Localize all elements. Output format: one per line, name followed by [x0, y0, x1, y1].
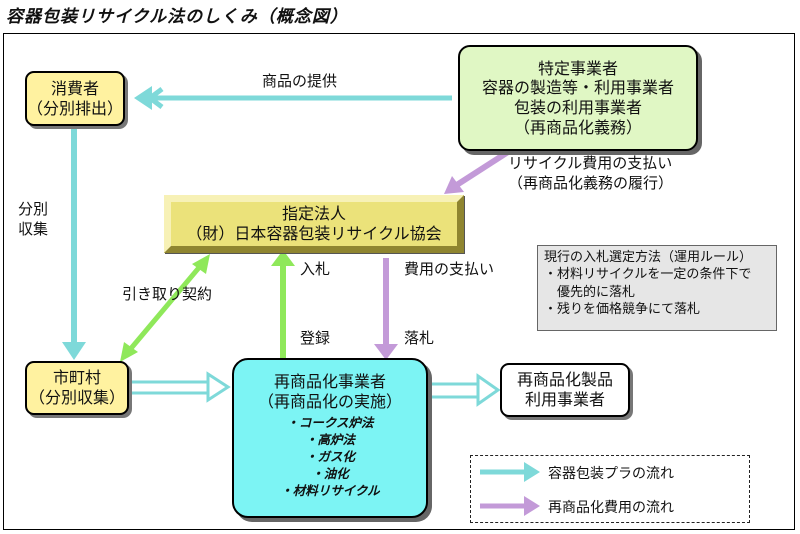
consumer-sublabel: （分別排出） — [27, 98, 124, 118]
arrow-product-supply — [148, 87, 452, 109]
recycling-methods-list: ・コークス炉法 ・高炉法 ・ガス化 ・油化 ・材料リサイクル — [280, 415, 379, 499]
product-user-sublabel: 利用事業者 — [524, 390, 605, 409]
arrow-pickup-contract-head-b — [192, 254, 210, 274]
consumer-label: 消費者 — [50, 78, 99, 98]
arrow-fee-payment-head — [374, 344, 398, 360]
legend — [470, 455, 750, 523]
arrow-pickup-contract-head-a — [120, 342, 138, 362]
node-municipality: 市町村 （分別収集） — [25, 361, 129, 415]
note-item: 優先的に落札 — [544, 284, 636, 300]
label-product-supply: 商品の提供 — [262, 72, 338, 90]
legend-fee-arrow-head — [524, 496, 540, 516]
municipality-sublabel: （分別収集） — [28, 388, 125, 407]
association-label: 指定法人 — [281, 204, 346, 224]
arrow-product-supply-head — [134, 86, 152, 110]
association-sublabel: （財）日本容器包装リサイクル協会 — [186, 224, 442, 243]
arrow-pickup-contract — [126, 262, 204, 354]
node-consumer: 消費者 （分別排出） — [25, 71, 125, 126]
business-line4: （再商品化義務） — [513, 117, 642, 137]
recycler-label: 再商品化事業者 — [273, 372, 386, 391]
note-item: ・材料リサイクルを一定の条件下で — [544, 267, 752, 283]
diagram-title: 容器包装リサイクル法のしくみ（概念図） — [6, 7, 348, 27]
node-specified-business: 特定事業者 容器の製造等・利用事業者 包装の利用事業者 （再商品化義務） — [458, 45, 698, 151]
arrow-recycler-to-product-user — [432, 382, 478, 399]
label-award: 落札 — [404, 329, 435, 347]
diagram-frame — [3, 33, 795, 530]
method-item: ・コークス炉法 — [286, 415, 374, 431]
method-item: ・ガス化 — [304, 448, 355, 464]
method-item: ・材料リサイクル — [280, 482, 380, 498]
arrow-municipality-to-recycler — [132, 380, 208, 395]
label-collection: 収集 — [18, 220, 49, 238]
label-separate: 分別 — [18, 200, 49, 218]
node-designated-corporation: 指定法人 （財）日本容器包装リサイクル協会 — [164, 195, 464, 253]
business-label: 特定事業者 — [537, 58, 618, 78]
label-recycle-fee: リサイクル費用の支払い — [508, 154, 673, 172]
label-obligation-fulfillment: （再商品化義務の履行） — [508, 174, 674, 192]
label-pickup-contract: 引き取り契約 — [122, 285, 213, 303]
method-item: ・高炉法 — [304, 431, 355, 447]
arrow-recycler-to-product-user-head — [476, 373, 501, 407]
legend-fee-label: 再商品化費用の流れ — [548, 500, 674, 516]
arrow-recycle-fee — [450, 149, 510, 191]
business-line3: 包装の利用事業者 — [513, 98, 642, 117]
business-line2: 容器の製造等・利用事業者 — [481, 78, 674, 98]
bidding-rules-note: 現行の入札選定方法（運用ルール） ・材料リサイクルを一定の条件下で 優先的に落札… — [537, 245, 777, 331]
arrow-separate-collection-head — [62, 342, 86, 360]
label-fee-payment: 費用の支払い — [404, 260, 495, 278]
legend-packaging-label: 容器包装プラの流れ — [548, 466, 674, 482]
note-item: ・残りを価格競争にて落札 — [544, 301, 701, 317]
recycler-sublabel: （再商品化の実施） — [257, 391, 402, 411]
node-product-user: 再商品化製品 利用事業者 — [500, 363, 630, 417]
product-user-label: 再商品化製品 — [516, 370, 613, 390]
arrow-recycle-fee-head — [444, 176, 464, 194]
note-heading: 現行の入札選定方法（運用ルール） — [544, 250, 753, 265]
arrow-municipality-to-recycler-head — [206, 371, 231, 403]
arrow-bid-head — [271, 250, 295, 266]
legend-packaging-arrow-head — [524, 462, 540, 482]
label-registration: 登録 — [300, 329, 331, 347]
node-recycler: 再商品化事業者 （再商品化の実施） ・コークス炉法 ・高炉法 ・ガス化 ・油化 … — [232, 358, 428, 518]
method-item: ・油化 — [311, 465, 349, 481]
municipality-label: 市町村 — [52, 368, 101, 388]
label-bid: 入札 — [300, 260, 331, 278]
